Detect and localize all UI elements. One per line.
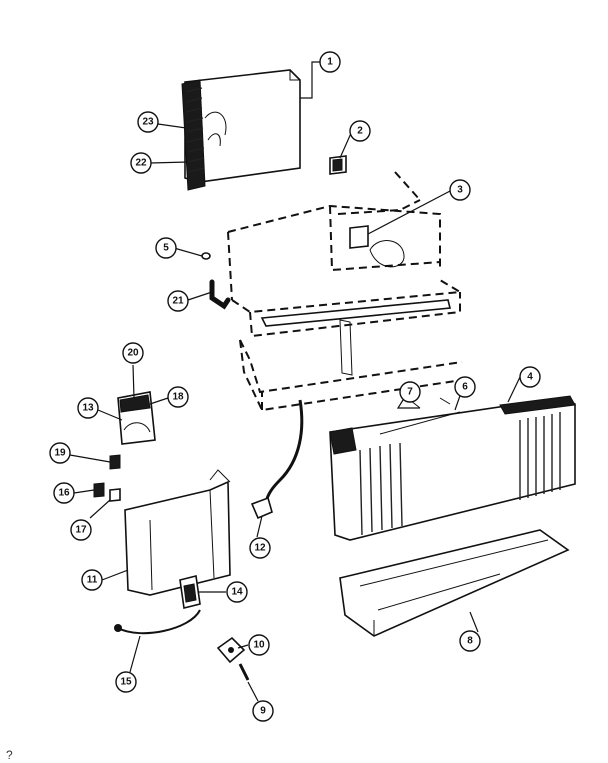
callout-11: 11 bbox=[81, 569, 103, 591]
part-2-bracket bbox=[329, 155, 347, 175]
svg-text:4: 4 bbox=[527, 372, 533, 383]
svg-text:11: 11 bbox=[87, 575, 98, 586]
callout-6: 6 bbox=[454, 376, 476, 398]
svg-text:8: 8 bbox=[467, 636, 473, 647]
svg-text:22: 22 bbox=[135, 158, 147, 169]
callout-18: 18 bbox=[167, 386, 189, 408]
callout-3: 3 bbox=[449, 179, 471, 201]
svg-text:7: 7 bbox=[407, 387, 413, 398]
callout-23: 23 bbox=[137, 111, 159, 133]
svg-text:10: 10 bbox=[253, 640, 265, 651]
svg-text:6: 6 bbox=[462, 382, 468, 393]
svg-text:3: 3 bbox=[457, 185, 463, 196]
callout-20: 20 bbox=[122, 342, 144, 364]
callout-15: 15 bbox=[115, 671, 137, 693]
svg-text:9: 9 bbox=[260, 706, 266, 717]
part-12-power-cord bbox=[250, 399, 304, 520]
chassis-frame bbox=[227, 171, 464, 412]
svg-text:2: 2 bbox=[357, 126, 363, 137]
svg-text:14: 14 bbox=[231, 587, 243, 598]
callout-5: 5 bbox=[155, 237, 177, 259]
callout-13: 13 bbox=[77, 397, 99, 419]
part-8-base-pan bbox=[339, 529, 570, 637]
svg-text:18: 18 bbox=[172, 392, 184, 403]
part-14-thermostat bbox=[179, 575, 201, 609]
callout-16: 16 bbox=[53, 482, 75, 504]
part-1-cover-panel bbox=[181, 69, 301, 191]
svg-text:15: 15 bbox=[120, 677, 132, 688]
callout-9: 9 bbox=[252, 700, 274, 722]
callout-21: 21 bbox=[167, 290, 189, 312]
svg-text:17: 17 bbox=[75, 525, 87, 536]
part-21-tube bbox=[209, 279, 231, 310]
callout-8: 8 bbox=[459, 630, 481, 652]
callout-2: 2 bbox=[349, 120, 371, 142]
part-11-front-panel bbox=[124, 469, 231, 596]
part-16-switch bbox=[93, 482, 105, 498]
part-15-sensor-wire bbox=[114, 609, 201, 635]
svg-text:13: 13 bbox=[82, 403, 94, 414]
svg-text:5: 5 bbox=[163, 243, 169, 254]
part-5-grommet bbox=[201, 252, 211, 260]
svg-text:19: 19 bbox=[54, 448, 66, 459]
svg-text:12: 12 bbox=[254, 543, 266, 554]
callout-17: 17 bbox=[70, 519, 92, 541]
callout-10: 10 bbox=[248, 634, 270, 656]
part-9-screw bbox=[238, 663, 250, 681]
part-3-control-box bbox=[349, 225, 369, 249]
corner-mark: ? bbox=[6, 748, 13, 762]
callout-19: 19 bbox=[49, 442, 71, 464]
callout-22: 22 bbox=[130, 152, 152, 174]
part-20-knob-housing bbox=[117, 391, 156, 445]
svg-text:1: 1 bbox=[327, 57, 333, 68]
callout-14: 14 bbox=[226, 581, 248, 603]
part-17-clip bbox=[109, 488, 121, 502]
part-10-plate bbox=[216, 636, 246, 664]
svg-text:21: 21 bbox=[172, 296, 184, 307]
callout-4: 4 bbox=[519, 366, 541, 388]
callout-1: 1 bbox=[319, 51, 341, 73]
leader-lines bbox=[69, 61, 521, 702]
callout-12: 12 bbox=[249, 537, 271, 559]
part-19-switch bbox=[109, 454, 121, 470]
part-4-condenser-coil bbox=[329, 395, 576, 541]
svg-text:16: 16 bbox=[58, 488, 70, 499]
svg-text:23: 23 bbox=[142, 117, 154, 128]
callout-7: 7 bbox=[399, 381, 421, 403]
svg-text:20: 20 bbox=[127, 348, 139, 359]
